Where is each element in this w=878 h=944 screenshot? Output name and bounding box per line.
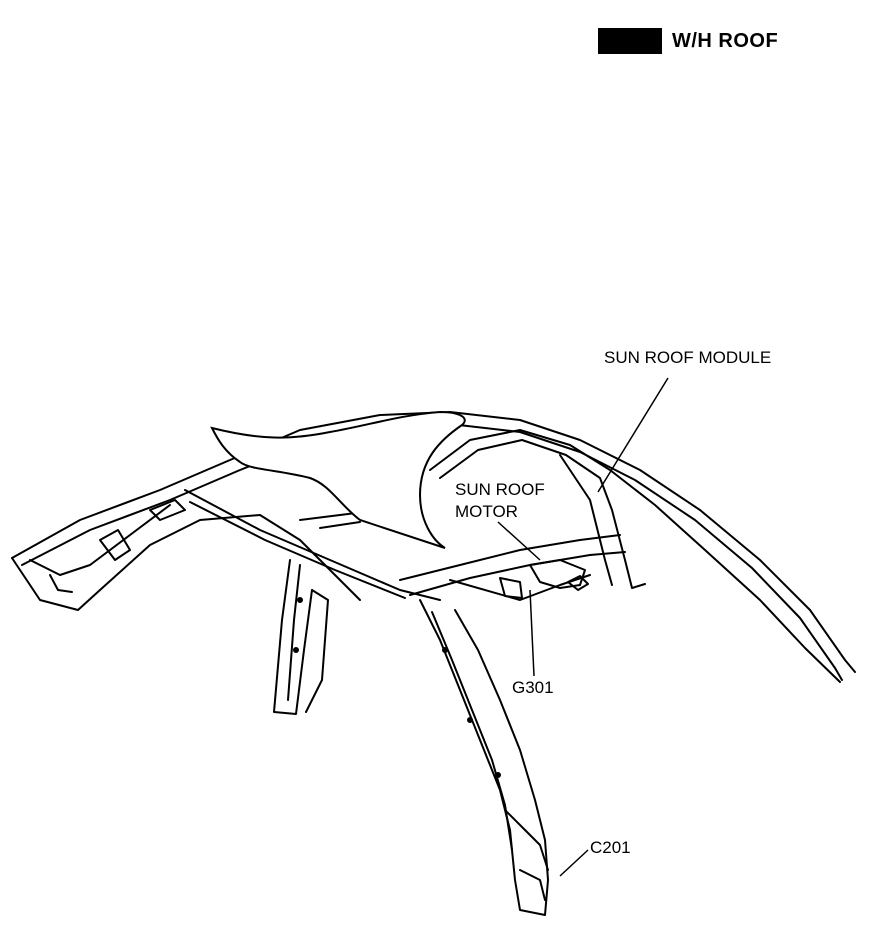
label-g301: G301	[512, 678, 554, 697]
label-sun-roof-motor-line2: MOTOR	[455, 502, 518, 521]
left-front-panel	[11, 514, 361, 611]
front-frame-inner	[21, 423, 843, 681]
leader-sun-roof-motor	[497, 521, 541, 561]
b-pillar	[273, 559, 313, 715]
label-c201: C201	[590, 838, 631, 857]
c-pillar-outer	[419, 599, 549, 916]
front-frame-outer	[11, 411, 856, 673]
leader-g301	[529, 589, 535, 677]
roof-glass-panel	[210, 410, 466, 549]
sunroof-rail-inner	[439, 439, 646, 589]
rear-header	[399, 534, 621, 581]
legend-label: W/H ROOF	[672, 29, 779, 52]
leader-c201	[559, 849, 589, 877]
legend: W/H ROOF	[598, 28, 778, 54]
leader-sun-roof-module	[597, 377, 669, 493]
legend-swatch	[598, 28, 662, 54]
label-sun-roof-module: SUN ROOF MODULE	[604, 348, 772, 367]
sunroof-rail-outer	[429, 429, 841, 683]
label-sun-roof-motor-line1: SUN ROOF	[455, 480, 545, 499]
motor-housing	[529, 559, 586, 589]
